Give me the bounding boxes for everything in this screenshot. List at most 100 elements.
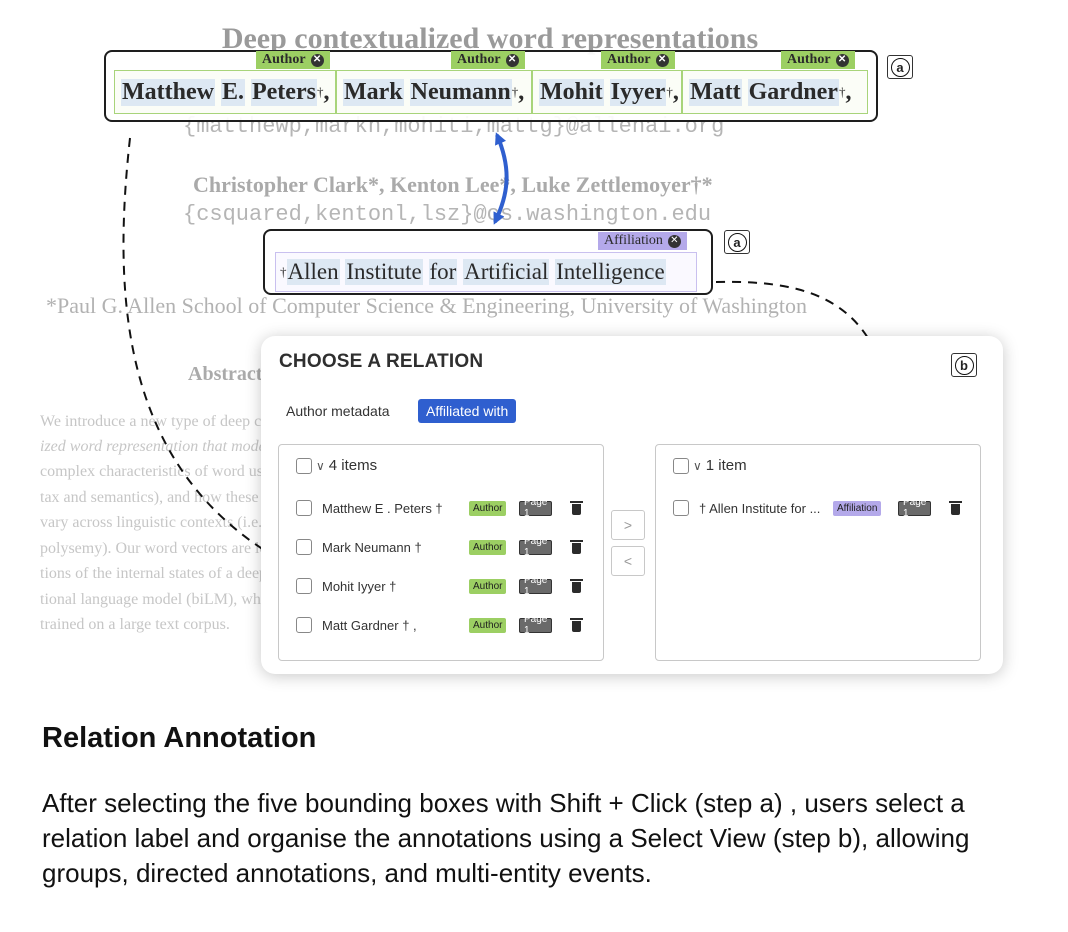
token: Iyyer: [609, 78, 667, 106]
select-all-checkbox[interactable]: [673, 457, 689, 474]
token: Neumann: [409, 78, 512, 106]
abstract-line: tax and semantics), and how these uses: [40, 489, 291, 506]
author-tag: Author ✕: [451, 51, 525, 69]
relation-dialog: CHOOSE A RELATION b Author metadata Affi…: [261, 336, 1003, 674]
dialog-title: CHOOSE A RELATION: [279, 351, 484, 372]
trash-icon[interactable]: [949, 501, 962, 515]
item-label: Matthew E . Peters †: [322, 500, 443, 516]
token: for: [428, 259, 458, 285]
author-span[interactable]: Author ✕ Matthew E. Peters†,: [114, 51, 336, 114]
step-a-label: a: [727, 232, 747, 252]
item-count: 4 items: [328, 457, 378, 474]
paper-authors-2: Christopher Clark*, Kenton Lee*, Luke Ze…: [193, 172, 713, 197]
page-chip: Page 1: [519, 614, 553, 636]
author-chip: Author: [469, 578, 507, 594]
dagger: †: [666, 84, 673, 99]
chevron-down-icon[interactable]: ∨: [316, 458, 325, 473]
item-checkbox[interactable]: [296, 500, 312, 516]
token: Matthew: [121, 78, 215, 106]
step-a-label: a: [890, 57, 910, 77]
select-all-checkbox[interactable]: [296, 457, 312, 474]
author-chip: Author: [469, 617, 507, 633]
author-tag: Author ✕: [256, 51, 330, 69]
token: Intelligence: [555, 259, 666, 285]
item-checkbox[interactable]: [673, 500, 689, 516]
author-tag: Author ✕: [781, 51, 855, 69]
remove-icon[interactable]: ✕: [310, 53, 324, 67]
caption-title: Relation Annotation: [42, 722, 317, 754]
token: Gardner: [747, 78, 839, 106]
paper-emails-2: {csquared,kentonl,lsz}@cs.washington.edu: [183, 202, 712, 227]
trash-icon[interactable]: [570, 501, 583, 515]
author-chip: Author: [469, 500, 507, 516]
affiliation-chip: Affiliation: [833, 500, 882, 516]
page-chip: Page 1: [898, 497, 932, 519]
item-checkbox[interactable]: [296, 617, 312, 633]
token: Artificial: [463, 259, 550, 285]
token: E.: [220, 78, 245, 106]
affiliation-selection-box: Affiliation ✕ † Allen Institute for Arti…: [263, 229, 713, 295]
page-chip: Page 1: [519, 536, 553, 558]
token: Peters: [250, 78, 317, 106]
dagger: †: [511, 84, 519, 99]
caption-text: After selecting the five bounding boxes …: [42, 788, 970, 888]
page-chip: Page 1: [519, 497, 553, 519]
author-tag-label: Author: [607, 52, 651, 67]
author-tag-label: Author: [262, 52, 306, 67]
affiliation-span[interactable]: Affiliation ✕ † Allen Institute for Arti…: [275, 232, 697, 292]
move-left-button[interactable]: <: [611, 546, 645, 576]
paper-affiliation-2: *Paul G. Allen School of Computer Scienc…: [46, 293, 807, 318]
abstract-heading: Abstract: [188, 363, 263, 385]
relation-option-author-metadata[interactable]: Author metadata: [286, 403, 390, 419]
list-item[interactable]: Mohit Iyyer † Author Page 1: [296, 575, 583, 597]
affiliation-tag-label: Affiliation: [604, 233, 663, 248]
remove-icon[interactable]: ✕: [835, 53, 849, 67]
left-panel-header: ∨ 4 items: [296, 457, 377, 474]
item-label: † Allen Institute for ...: [699, 500, 821, 516]
right-panel-header: ∨ 1 item: [673, 457, 747, 474]
author-selection-box: Author ✕ Matthew E. Peters†, Author ✕ Ma…: [104, 50, 878, 122]
move-right-button[interactable]: >: [611, 510, 645, 540]
item-label: Matt Gardner † ,: [322, 617, 417, 633]
list-item[interactable]: † Allen Institute for ... Affiliation Pa…: [673, 497, 962, 519]
trash-icon[interactable]: [570, 540, 583, 554]
remove-icon[interactable]: ✕: [505, 53, 519, 67]
item-label: Mark Neumann †: [322, 539, 422, 555]
step-b-label: b: [954, 355, 974, 375]
comma: ,: [672, 78, 679, 105]
dagger: †: [316, 84, 324, 99]
remove-icon[interactable]: ✕: [655, 53, 669, 67]
author-tag: Author ✕: [601, 51, 675, 69]
author-span[interactable]: Author ✕ Mark Neumann†,: [336, 51, 532, 114]
left-item-panel: ∨ 4 items Matthew E . Peters † Author Pa…: [278, 444, 604, 661]
item-checkbox[interactable]: [296, 578, 312, 594]
dagger: †: [838, 84, 846, 99]
right-item-panel: ∨ 1 item † Allen Institute for ... Affil…: [655, 444, 981, 661]
comma: ,: [518, 78, 525, 105]
page-chip: Page 1: [519, 575, 553, 597]
item-checkbox[interactable]: [296, 539, 312, 555]
item-label: Mohit Iyyer †: [322, 578, 397, 594]
author-span[interactable]: Author ✕ Mohit Iyyer†,: [532, 51, 682, 114]
comma: ,: [323, 78, 330, 105]
author-tag-label: Author: [787, 52, 831, 67]
dagger: †: [280, 264, 287, 279]
token: Allen: [286, 259, 340, 285]
list-item[interactable]: Matt Gardner † , Author Page 1: [296, 614, 583, 636]
list-item[interactable]: Matthew E . Peters † Author Page 1: [296, 497, 583, 519]
step-a-badge: a: [724, 230, 750, 254]
trash-icon[interactable]: [570, 579, 583, 593]
abstract-line: tions of the internal states of a deep b…: [40, 565, 321, 582]
paper-title: Deep contextualized word representations: [221, 22, 759, 55]
relation-option-affiliated-with[interactable]: Affiliated with: [418, 399, 517, 423]
token: Matt: [689, 78, 742, 106]
author-chip: Author: [469, 539, 507, 555]
list-item[interactable]: Mark Neumann † Author Page 1: [296, 536, 583, 558]
abstract-line: trained on a large text corpus.: [40, 616, 230, 633]
chevron-down-icon[interactable]: ∨: [693, 458, 702, 473]
remove-icon[interactable]: ✕: [667, 234, 681, 248]
trash-icon[interactable]: [570, 618, 583, 632]
step-b-badge: b: [951, 353, 977, 377]
step-a-badge: a: [887, 55, 913, 79]
author-span[interactable]: Author ✕ Matt Gardner†,: [682, 51, 868, 114]
